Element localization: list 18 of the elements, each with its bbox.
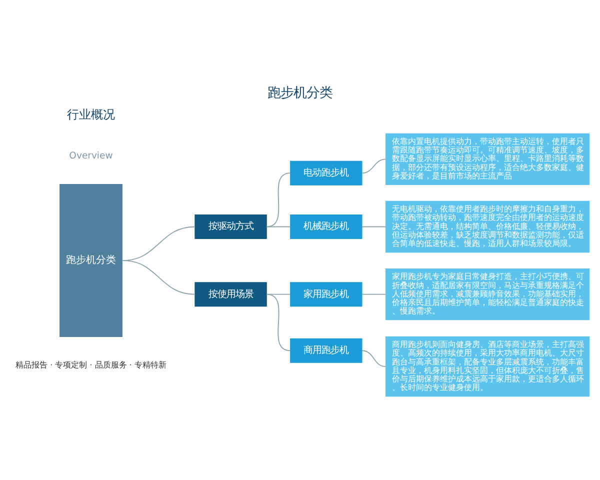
node-box: 商用跑步机 xyxy=(290,338,362,363)
label: Overview xyxy=(69,150,113,162)
node-box: 按驱动方式 xyxy=(194,214,267,239)
connector xyxy=(361,158,386,174)
connector xyxy=(361,226,386,228)
diagram-title: 跑步机分类 xyxy=(268,86,332,101)
connector xyxy=(122,260,196,295)
label: 行业概况 xyxy=(66,107,115,122)
node-box: 跑步机分类 xyxy=(60,184,122,338)
connector xyxy=(361,350,386,367)
connector xyxy=(266,172,291,228)
connector xyxy=(266,226,291,228)
connector xyxy=(361,294,386,295)
connector xyxy=(266,294,291,352)
node-box: 机械跑步机 xyxy=(290,214,362,239)
node-box: 按使用场景 xyxy=(194,282,267,307)
node-box: 电动跑步机 xyxy=(290,160,362,186)
node-box: 家用跑步机 xyxy=(290,282,362,307)
